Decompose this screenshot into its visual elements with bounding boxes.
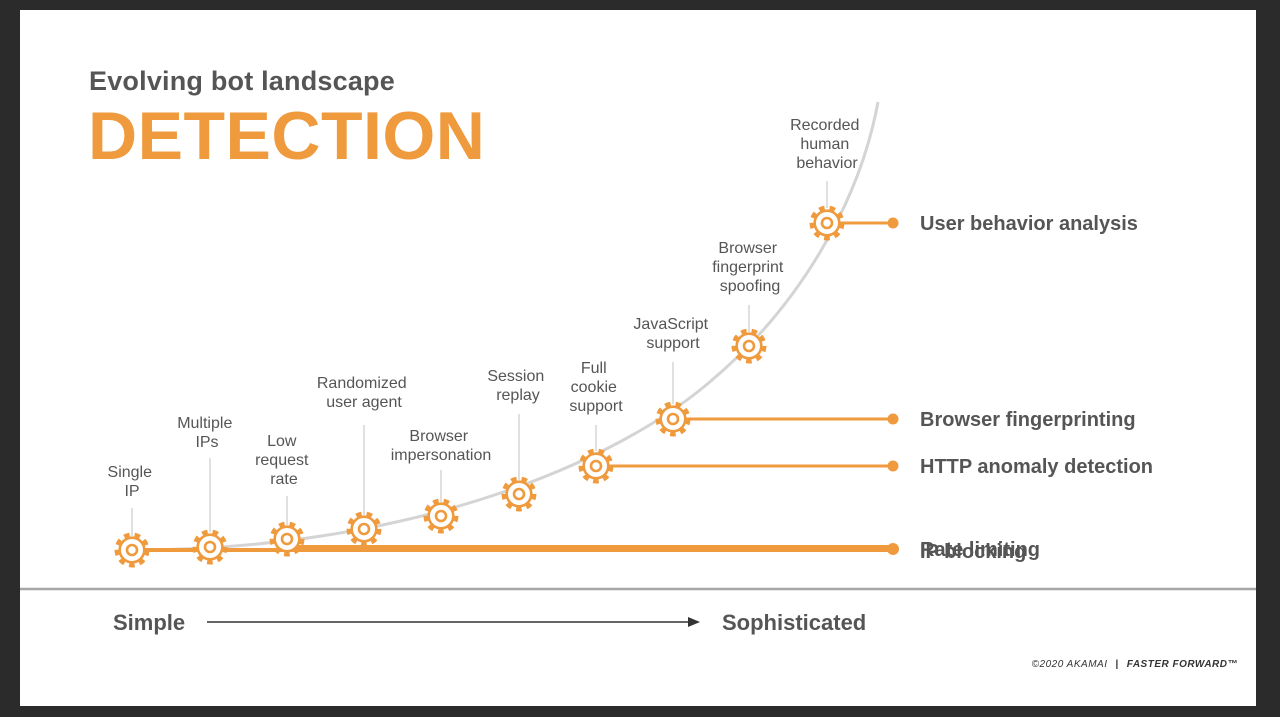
gear-icon [118, 536, 147, 565]
stage-label-browser-impersonation: Browser impersonation [391, 428, 492, 464]
stage-label-randomized-user-agent: Randomized user agent [317, 375, 411, 411]
arrow-right-icon [688, 617, 700, 627]
title: DETECTION [88, 98, 486, 174]
stage-label-low-request-rate: Low request rate [255, 433, 313, 488]
gear-icon [196, 533, 225, 562]
method-label-rate-limiting: Rate limiting [920, 539, 1040, 561]
method-label-http-anomaly: HTTP anomaly detection [920, 456, 1153, 478]
stage-label-multiple-ips: Multiple IPs [177, 415, 237, 451]
stage-label-full-cookie-support: Full cookie support [569, 360, 623, 415]
gear-icon [659, 405, 688, 434]
footer-tagline: FASTER FORWARD™ [1126, 659, 1238, 670]
gear-icon [273, 525, 302, 554]
footer: ©2020 AKAMAI | FASTER FORWARD™ [1032, 659, 1238, 670]
stage-labels: Single IP Multiple IPs Low request rate … [108, 117, 864, 500]
method-label-user-behavior: User behavior analysis [920, 213, 1138, 235]
stage-label-javascript-support: JavaScript support [633, 316, 712, 352]
label-connectors [131, 181, 828, 536]
axis-label-sophisticated: Sophisticated [722, 610, 866, 635]
stage-label-single-ip: Single IP [108, 464, 157, 500]
gear-icon [582, 452, 611, 481]
subtitle: Evolving bot landscape [89, 66, 395, 96]
footer-copyright: ©2020 AKAMAI [1031, 659, 1108, 670]
gear-icon [350, 515, 379, 544]
bar-end-dots [887, 217, 899, 555]
gear-icon [813, 209, 842, 238]
method-label-browser-fingerprinting: Browser fingerprinting [920, 409, 1136, 431]
gear-icon [427, 502, 456, 531]
footer-separator: | [1115, 659, 1119, 670]
stage-label-recorded-human-behavior: Recorded human behavior [790, 117, 864, 172]
evolution-curve [131, 101, 880, 552]
method-label-ip-blocking: IP blocking [920, 541, 1026, 563]
stage-label-session-replay: Session replay [487, 368, 548, 404]
stage-label-browser-fingerprint-spoofing: Browser fingerprint spoofing [712, 240, 788, 295]
axis-label-simple: Simple [113, 610, 185, 635]
